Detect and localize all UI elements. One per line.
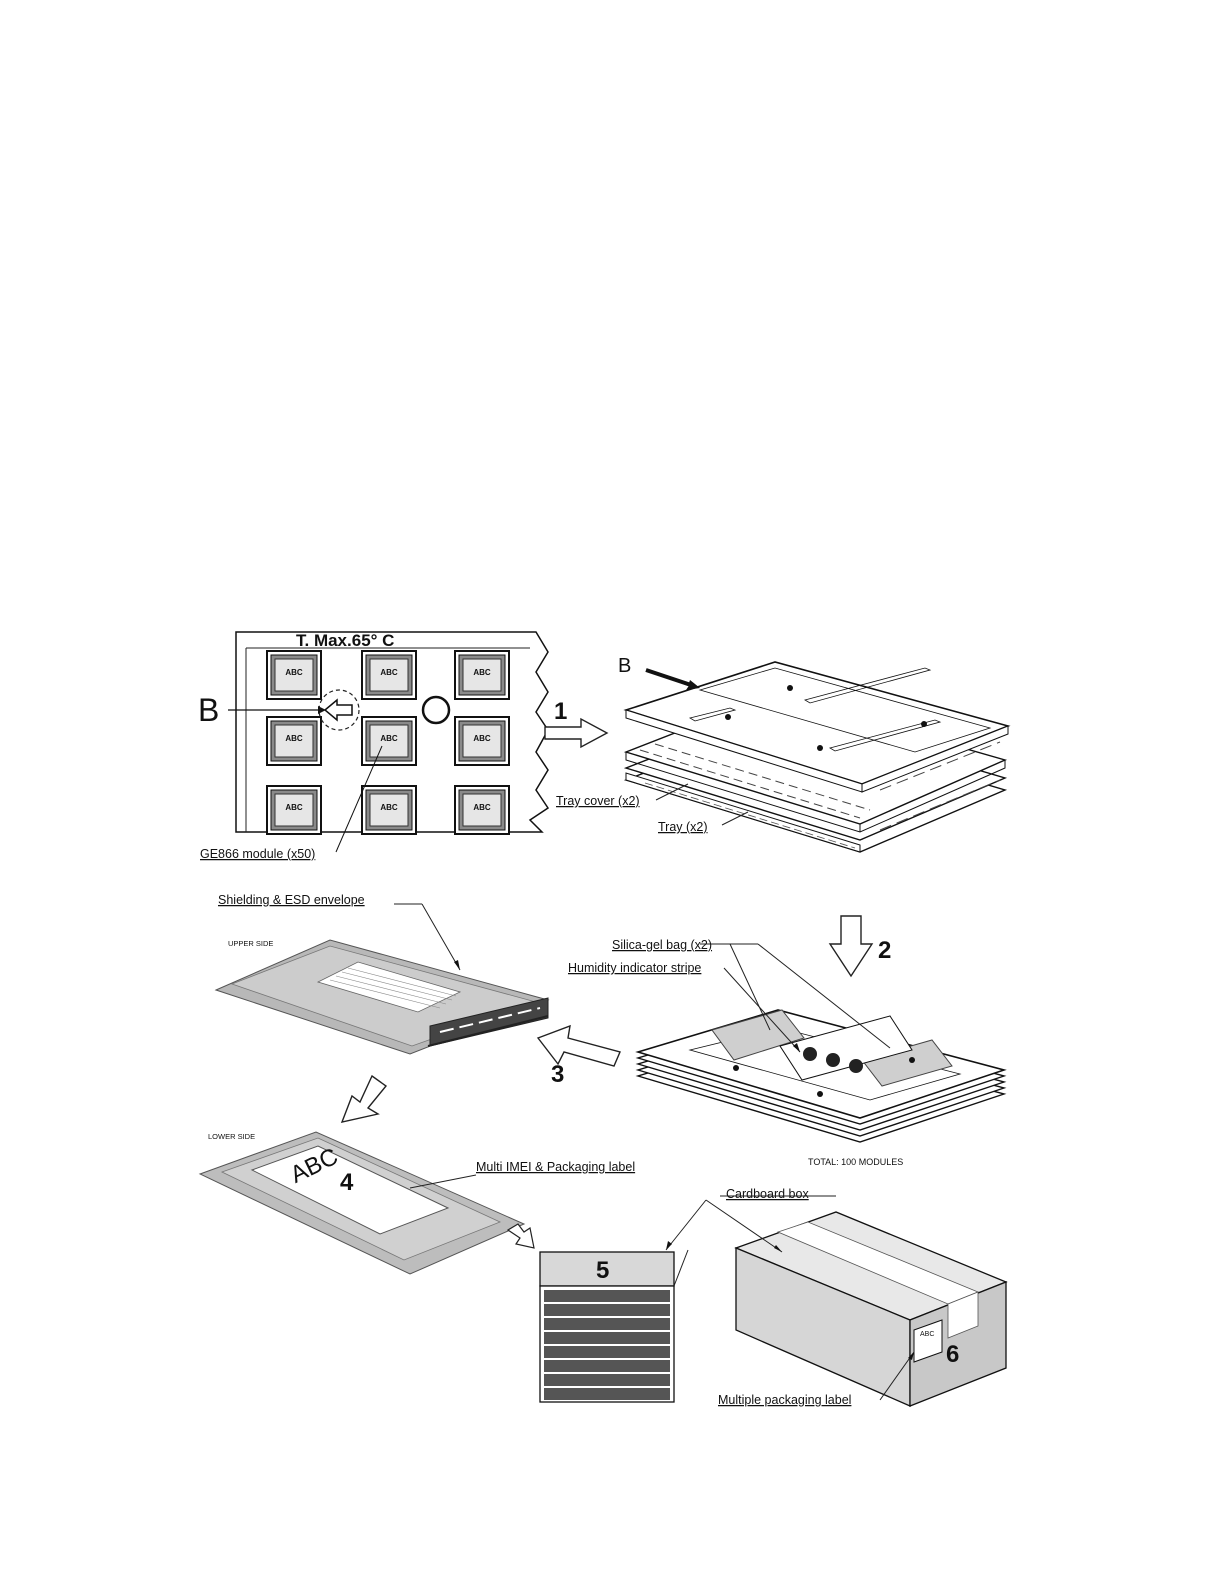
svg-text:ABC: ABC (380, 803, 398, 812)
lower-side-label: LOWER SIDE (208, 1132, 255, 1141)
svg-text:ABC: ABC (380, 734, 398, 743)
svg-text:ABC: ABC (285, 803, 303, 812)
module-chip: ABC (455, 786, 509, 834)
step5-arrow-icon (508, 1224, 534, 1248)
upper-side-label: UPPER SIDE (228, 939, 273, 948)
step3-arrow-icon (538, 1026, 620, 1066)
svg-text:ABC: ABC (285, 734, 303, 743)
temp-label: T. Max.65° C (296, 631, 394, 650)
module-chip: ABC (267, 651, 321, 699)
svg-text:ABC: ABC (473, 668, 491, 677)
module-chip: ABC (455, 651, 509, 699)
box-label-text: ABC (920, 1331, 934, 1338)
step2-arrow-icon (830, 916, 872, 976)
cardboard-label: Cardboard box (726, 1187, 809, 1201)
tray-stack: B Tray cover (x2) Tray (x2) (556, 655, 1008, 852)
esd-envelope-label: Shielding & ESD envelope (218, 893, 365, 907)
tray-cover-label: Tray cover (x2) (556, 794, 640, 808)
svg-text:ABC: ABC (380, 668, 398, 677)
multiple-packaging-label: Multiple packaging label (718, 1393, 851, 1407)
step-2-label: 2 (878, 937, 891, 964)
silica-label: Silica-gel bag (x2) (612, 938, 712, 952)
cardboard-box: ABC 6 Cardboard box Multiple packaging l… (666, 1187, 1006, 1407)
module-chip: ABC (267, 786, 321, 834)
module-chip: ABC (455, 717, 509, 765)
open-box: 5 (540, 1250, 688, 1402)
module-chip: ABC (267, 717, 321, 765)
total-label: TOTAL: 100 MODULES (808, 1157, 903, 1167)
tray-label: Tray (x2) (658, 820, 708, 834)
step4-arrow-icon (342, 1076, 386, 1122)
module-chip: ABC (362, 651, 416, 699)
multi-imei-label: Multi IMEI & Packaging label (476, 1160, 635, 1174)
svg-text:ABC: ABC (473, 734, 491, 743)
esd-envelope-upper: UPPER SIDE Shielding & ESD envelope (216, 893, 548, 1054)
module-chip: ABC (362, 717, 416, 765)
step-5-label: 5 (596, 1257, 609, 1284)
letter-b-closeup: B (198, 692, 219, 728)
module-label: GE866 module (x50) (200, 847, 315, 861)
step-1-label: 1 (554, 698, 567, 725)
svg-text:ABC: ABC (285, 668, 303, 677)
tray-closeup: T. Max.65° C ABC ABC ABC ABC ABC ABC ABC (198, 631, 548, 861)
silica-tray: Silica-gel bag (x2) Humidity indicator s… (568, 938, 1004, 1167)
humidity-label: Humidity indicator stripe (568, 961, 701, 975)
step-3-label: 3 (551, 1061, 564, 1088)
step-4-label: 4 (340, 1169, 354, 1196)
svg-text:ABC: ABC (473, 803, 491, 812)
module-chip: ABC (362, 786, 416, 834)
letter-b-stack: B (618, 655, 631, 677)
step-6-label: 6 (946, 1341, 959, 1368)
